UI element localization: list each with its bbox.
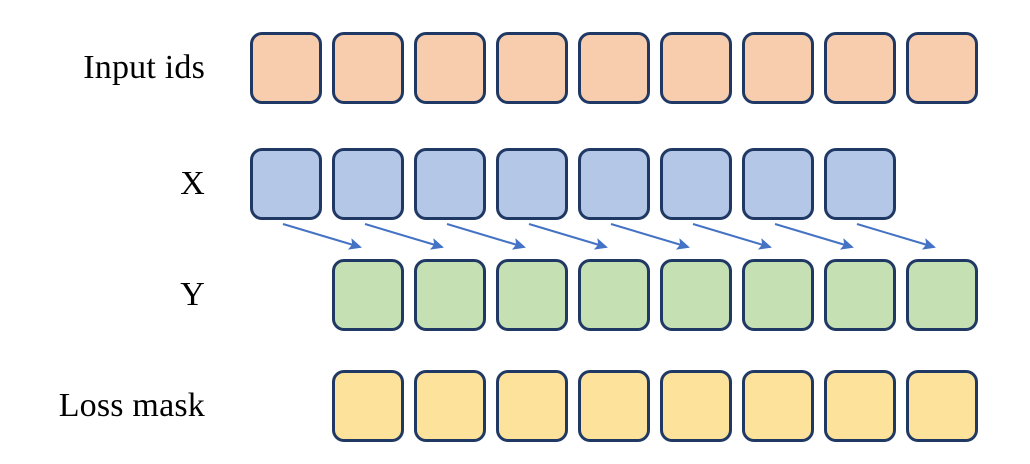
- shift-arrow-4: [528, 223, 608, 250]
- y-cell-5[interactable]: [660, 259, 732, 331]
- shift-arrow-6: [692, 223, 772, 250]
- shift-arrow-3: [446, 223, 526, 250]
- shift-arrow-7: [774, 223, 854, 250]
- x-cell-6[interactable]: [660, 148, 732, 220]
- loss-mask-cell-3[interactable]: [496, 370, 568, 442]
- shift-arrow-5: [610, 223, 690, 250]
- row-label-input-ids: Input ids: [83, 49, 205, 86]
- row-input-ids: [250, 32, 978, 104]
- input-ids-cell-7[interactable]: [742, 32, 814, 104]
- x-cell-7[interactable]: [742, 148, 814, 220]
- x-cell-2[interactable]: [332, 148, 404, 220]
- x-cell-3[interactable]: [414, 148, 486, 220]
- x-cell-8[interactable]: [824, 148, 896, 220]
- shift-arrow-group: [282, 223, 936, 250]
- y-cell-8[interactable]: [906, 259, 978, 331]
- loss-mask-cell-5[interactable]: [660, 370, 732, 442]
- loss-mask-cell-1[interactable]: [332, 370, 404, 442]
- loss-mask-cell-2[interactable]: [414, 370, 486, 442]
- shift-arrow-2: [364, 223, 444, 250]
- input-ids-cell-4[interactable]: [496, 32, 568, 104]
- y-cell-3[interactable]: [496, 259, 568, 331]
- y-cell-4[interactable]: [578, 259, 650, 331]
- row-label-loss-mask: Loss mask: [58, 387, 205, 424]
- row-x: [250, 148, 896, 220]
- input-ids-cell-5[interactable]: [578, 32, 650, 104]
- input-ids-cell-2[interactable]: [332, 32, 404, 104]
- y-cell-6[interactable]: [742, 259, 814, 331]
- input-ids-cell-6[interactable]: [660, 32, 732, 104]
- row-loss-mask: [332, 370, 978, 442]
- input-ids-cell-3[interactable]: [414, 32, 486, 104]
- x-cell-1[interactable]: [250, 148, 322, 220]
- y-cell-1[interactable]: [332, 259, 404, 331]
- input-ids-cell-9[interactable]: [906, 32, 978, 104]
- shift-arrow-8: [856, 223, 936, 250]
- shift-arrow-1: [282, 223, 362, 250]
- x-cell-4[interactable]: [496, 148, 568, 220]
- y-cell-2[interactable]: [414, 259, 486, 331]
- row-label-y: Y: [180, 276, 205, 313]
- loss-mask-cell-6[interactable]: [742, 370, 814, 442]
- loss-mask-cell-4[interactable]: [578, 370, 650, 442]
- loss-mask-cell-7[interactable]: [824, 370, 896, 442]
- input-ids-cell-8[interactable]: [824, 32, 896, 104]
- y-cell-7[interactable]: [824, 259, 896, 331]
- input-ids-cell-1[interactable]: [250, 32, 322, 104]
- loss-mask-cell-8[interactable]: [906, 370, 978, 442]
- x-cell-5[interactable]: [578, 148, 650, 220]
- row-label-x: X: [180, 165, 205, 202]
- row-y: [332, 259, 978, 331]
